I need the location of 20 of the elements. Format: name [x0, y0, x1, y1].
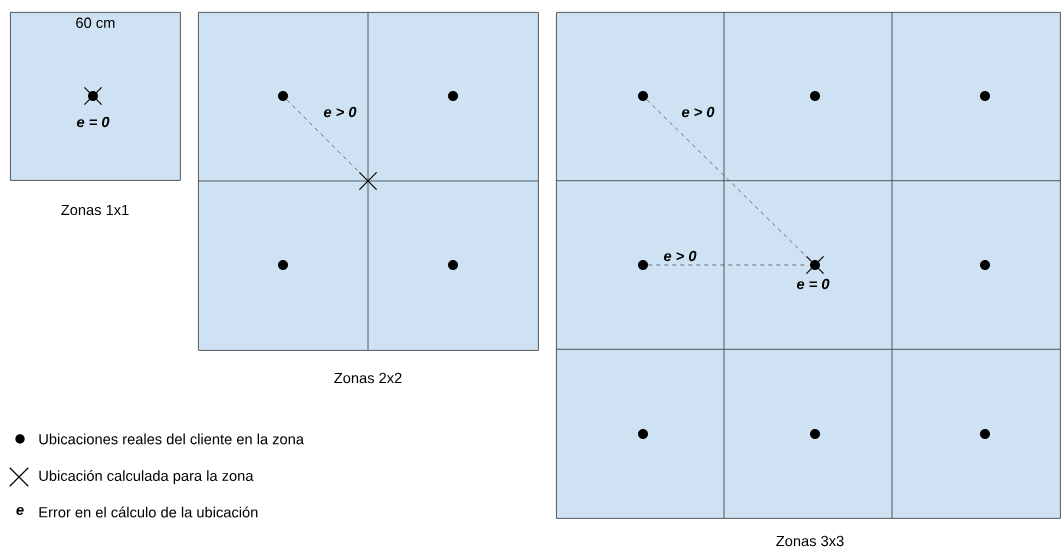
- zone-square: [198, 12, 539, 351]
- zone-caption: Zonas 1x1: [61, 204, 129, 216]
- error-label: e = 0: [796, 278, 830, 290]
- dashed-line: [647, 264, 807, 266]
- legend-text: Ubicación calculada para la zona: [39, 470, 254, 484]
- cross-mark: [83, 86, 103, 106]
- legend-symbol: e: [16, 507, 24, 515]
- zone-caption: Zonas 2x2: [334, 372, 402, 384]
- legend-text: Error en el cálculo de la ubicación: [39, 506, 258, 518]
- cross-mark: [358, 171, 378, 191]
- error-label: e = 0: [76, 116, 110, 128]
- edge-label: e > 0: [681, 106, 715, 118]
- zone-caption: Zonas 3x3: [776, 535, 844, 547]
- cross-mark: [805, 255, 825, 275]
- dashed-line: [646, 99, 807, 257]
- dimension-label: 60 cm: [76, 17, 115, 28]
- legend-text: Ubicaciones reales del cliente en la zona: [39, 433, 304, 445]
- edge-label: e > 0: [323, 106, 357, 118]
- edge-label: e > 0: [663, 250, 697, 262]
- zone-square: [556, 12, 1061, 519]
